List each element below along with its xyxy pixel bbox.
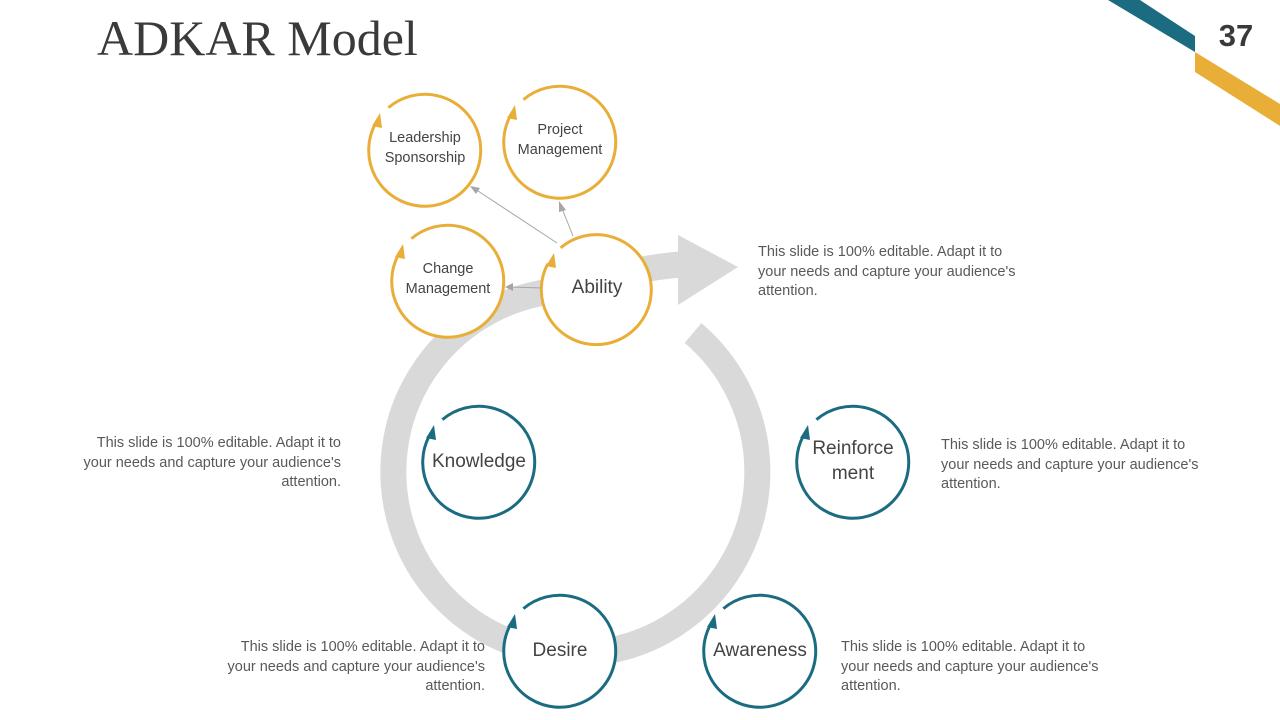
description-awareness: This slide is 100% editable. Adapt it to…	[841, 639, 1099, 694]
description-desire: This slide is 100% editable. Adapt it to…	[227, 639, 486, 694]
connector-project	[559, 201, 574, 237]
page-number: 37	[1218, 18, 1254, 53]
corner-stripe-teal	[1108, 0, 1195, 52]
stage-circle-knowledge	[421, 404, 537, 520]
stage-label-ability: Ability	[571, 276, 623, 298]
sub-label-leadership: Leadership Sponsorship	[384, 130, 466, 166]
sub-label-change: Change Management	[405, 261, 491, 297]
slide-title: ADKAR Model	[97, 10, 418, 66]
description-knowledge: This slide is 100% editable. Adapt it to…	[83, 435, 342, 490]
corner-stripe-gold	[1195, 52, 1280, 126]
description-ability: This slide is 100% editable. Adapt it to…	[758, 244, 1016, 299]
stage-circle-awareness	[702, 593, 818, 709]
stage-label-desire: Desire	[532, 639, 588, 661]
sub-label-project: Project Management	[517, 122, 603, 158]
stage-circle-ability	[539, 233, 653, 347]
stage-circle-reinforcement	[795, 404, 911, 520]
description-reinforcement: This slide is 100% editable. Adapt it to…	[941, 437, 1199, 492]
connector-change	[505, 283, 543, 291]
sub-circle-change	[390, 223, 506, 339]
stage-label-awareness: Awareness	[713, 639, 807, 661]
cycle-ring-arrowhead	[678, 235, 738, 305]
sub-circle-leadership	[367, 92, 483, 208]
stage-circle-desire	[502, 593, 618, 709]
sub-circle-project	[502, 84, 618, 200]
stage-label-knowledge: Knowledge	[431, 450, 527, 472]
connector-leadership	[470, 186, 558, 244]
stage-label-reinforcement: Reinforce ment	[812, 438, 894, 484]
